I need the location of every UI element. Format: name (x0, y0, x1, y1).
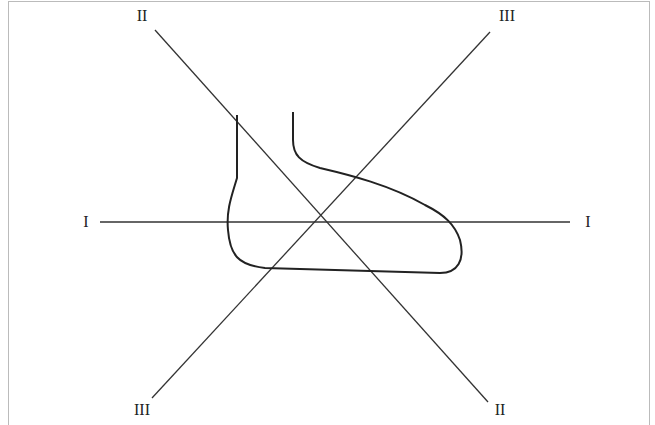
axis-line (100, 221, 570, 222)
axis-label: III (499, 8, 515, 24)
axis-label: III (134, 402, 150, 418)
axis-label: II (137, 8, 148, 24)
axis-label: I (585, 214, 590, 230)
axis-line (152, 32, 490, 398)
foot-outline (228, 112, 462, 273)
frame (9, 2, 650, 425)
axis-label: I (83, 214, 88, 230)
axis-label: II (495, 402, 506, 418)
axis-line (155, 30, 488, 402)
